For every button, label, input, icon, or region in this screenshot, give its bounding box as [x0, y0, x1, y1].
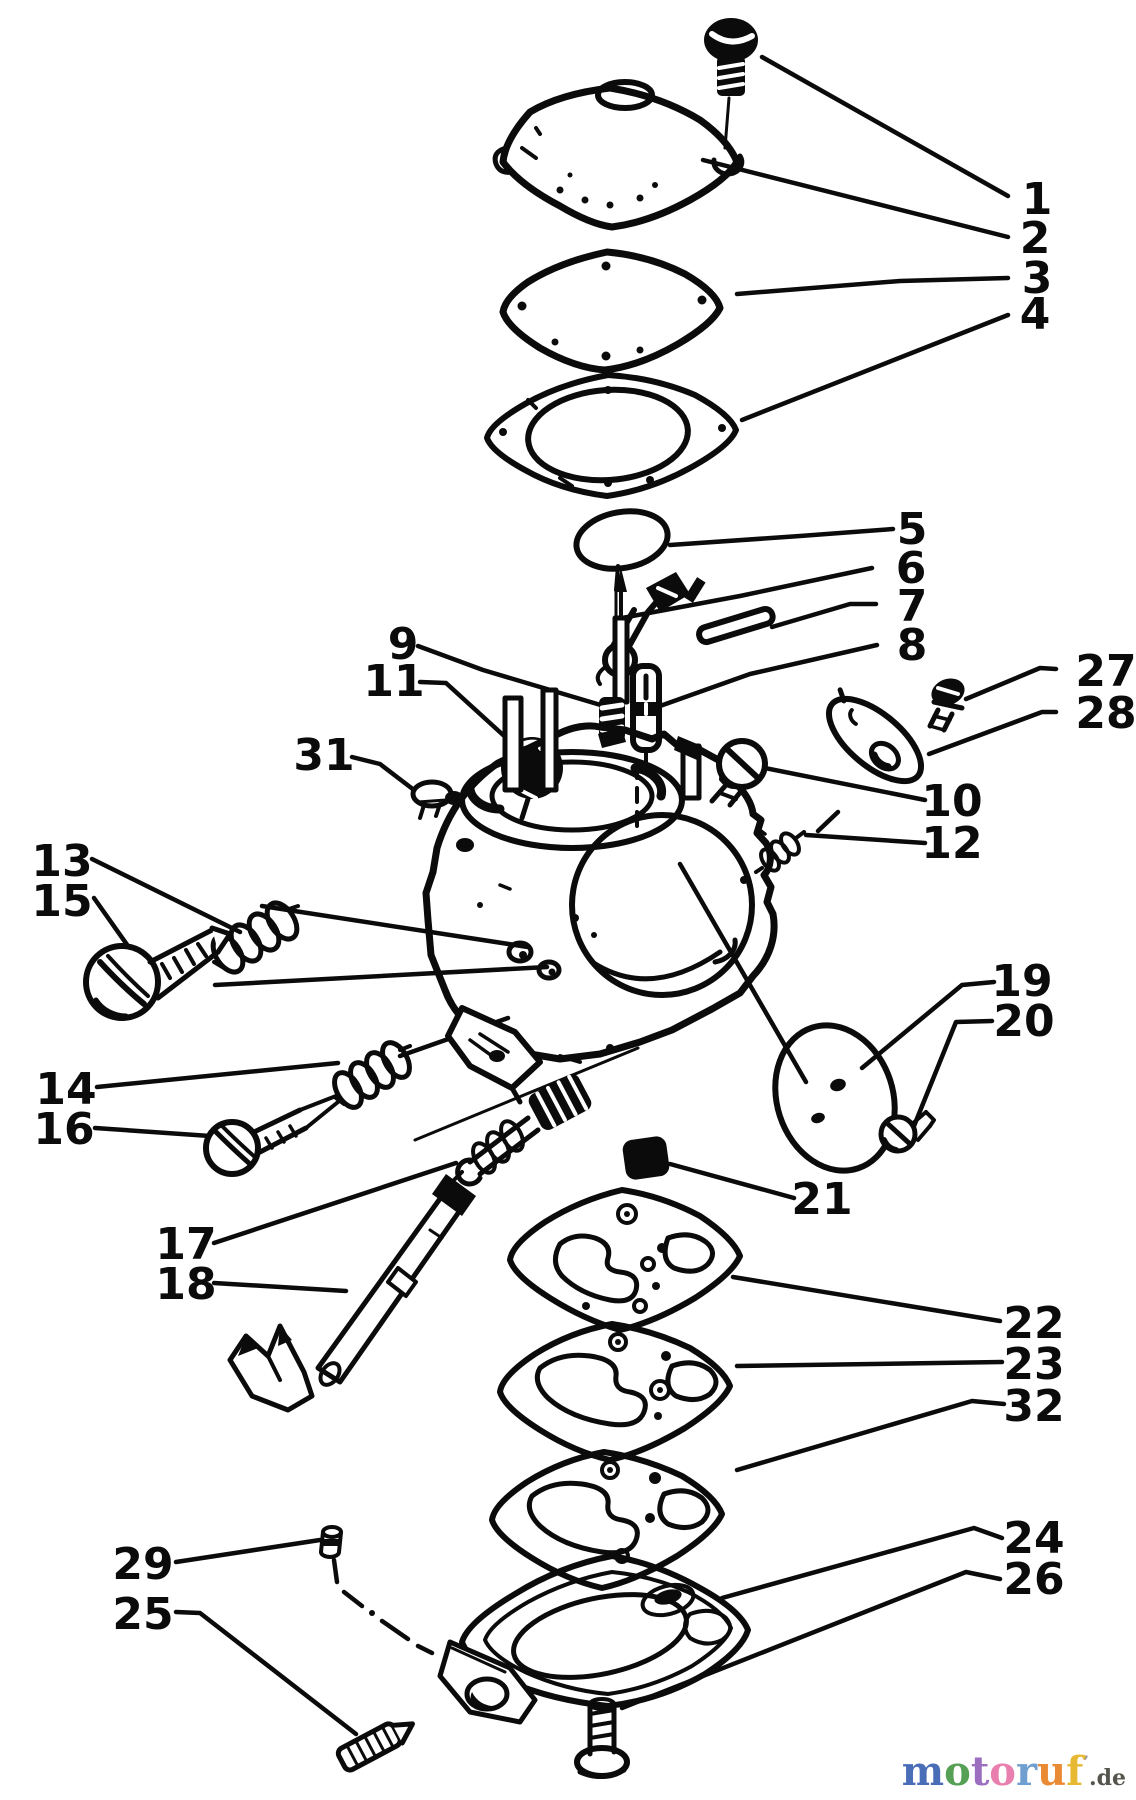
motoruf-watermark-logo: motoruf’.de — [902, 1752, 1126, 1792]
part-label-8: 8 — [897, 620, 928, 671]
part-label-24: 24 — [1003, 1513, 1064, 1564]
part-label-31: 31 — [293, 730, 354, 781]
spring-part-13 — [210, 900, 300, 975]
part-label-5: 5 — [897, 504, 928, 555]
lever-pin-part-7 — [696, 605, 776, 646]
part-label-29: 29 — [112, 1539, 173, 1590]
screw-part-10 — [709, 738, 768, 808]
spring-part-14 — [332, 1040, 412, 1110]
part-label-32: 32 — [1003, 1381, 1064, 1432]
screen-cap-part-21 — [622, 1136, 670, 1180]
fork-lever — [227, 1323, 315, 1413]
cover-screw-part-26 — [574, 1697, 630, 1779]
fitting-part-29 — [319, 1525, 343, 1559]
watermark-wordmark: motoruf — [902, 1748, 1084, 1795]
part-label-1: 1 — [1022, 174, 1053, 225]
gasket-part-32 — [489, 1449, 725, 1591]
part-label-4: 4 — [1020, 289, 1051, 340]
part-label-27: 27 — [1075, 646, 1136, 697]
part-label-18: 18 — [155, 1259, 216, 1310]
part-label-15: 15 — [31, 876, 92, 927]
gasket-part-23 — [497, 1321, 733, 1463]
part-label-6: 6 — [896, 543, 927, 594]
watermark-letter: r — [1015, 1748, 1038, 1795]
watermark-letter: o — [944, 1748, 971, 1795]
part-label-23: 23 — [1003, 1339, 1064, 1390]
part-label-11: 11 — [363, 656, 424, 707]
dash-dot-point — [369, 1610, 375, 1616]
screen-screw-part-25 — [335, 1721, 415, 1773]
plug-part-31 — [410, 779, 454, 820]
screw-part-16 — [203, 1094, 340, 1177]
watermark-letter: o — [989, 1748, 1016, 1795]
welch-plug-part-19 — [772, 1022, 898, 1174]
screw-part-15 — [83, 925, 233, 1021]
part-label-16: 16 — [33, 1104, 94, 1155]
bolt-part-27 — [927, 678, 965, 733]
metering-disc-part-5 — [573, 508, 671, 592]
part-label-22: 22 — [1003, 1298, 1064, 1349]
part-label-12: 12 — [921, 818, 982, 869]
watermark-domain-suffix: .de — [1088, 1765, 1126, 1791]
part-label-10: 10 — [921, 776, 982, 827]
part-label-28: 28 — [1075, 688, 1136, 739]
diaphragm-plate-part-22 — [507, 1187, 743, 1333]
part-label-20: 20 — [993, 996, 1054, 1047]
bottom-cover-part-24 — [437, 1553, 751, 1725]
watermark-letter: f — [1066, 1748, 1084, 1795]
part-label-7: 7 — [897, 581, 928, 632]
watermark-letter: t — [970, 1748, 990, 1795]
part-label-3: 3 — [1022, 253, 1053, 304]
swivel-plate-part-28 — [825, 687, 925, 785]
watermark-letter: m — [901, 1748, 945, 1795]
part-label-21: 21 — [791, 1174, 852, 1225]
part-label-9: 9 — [388, 619, 419, 670]
part-labels: 1 2 3 4 5 6 7 8 9 10 11 12 13 14 15 16 1… — [31, 174, 1136, 1640]
watermark-tick: ’ — [1083, 1752, 1089, 1771]
part-label-19: 19 — [991, 956, 1052, 1007]
pump-gasket-part-4 — [484, 372, 739, 499]
screw-spring-part-17 — [450, 1074, 592, 1187]
watermark-letter: u — [1037, 1748, 1067, 1795]
part-label-25: 25 — [112, 1589, 173, 1640]
screw-part-20 — [878, 1110, 936, 1154]
part-label-17: 17 — [155, 1219, 216, 1270]
nozzle-tube-part-18 — [315, 1174, 476, 1387]
part-label-26: 26 — [1003, 1554, 1064, 1605]
part-label-2: 2 — [1020, 213, 1051, 264]
part-label-14: 14 — [35, 1064, 96, 1115]
inlet-needle-part-8 — [612, 568, 662, 764]
pump-diaphragm-part-3 — [499, 248, 724, 374]
carburetor-body — [422, 687, 778, 1105]
part-label-13: 13 — [31, 836, 92, 887]
cover-screw-part-1 — [704, 18, 758, 96]
pump-cover-part-2 — [492, 79, 745, 231]
spring-part-12 — [754, 830, 806, 874]
